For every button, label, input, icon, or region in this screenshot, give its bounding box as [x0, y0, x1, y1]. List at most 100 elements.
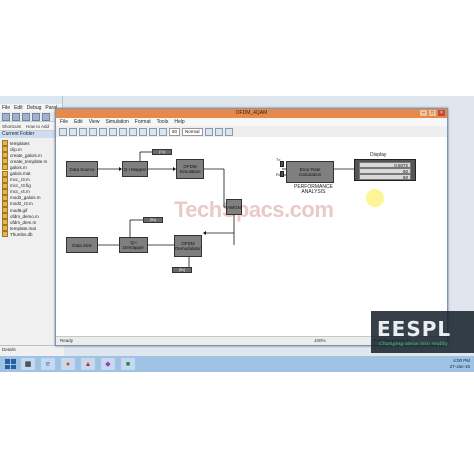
print-icon[interactable]: [89, 127, 97, 136]
matlab-menu-file[interactable]: File: [2, 105, 11, 111]
cut-icon[interactable]: [99, 127, 107, 136]
file-item[interactable]: mod6.gif: [2, 207, 62, 214]
file-item[interactable]: galois.mat: [2, 170, 62, 177]
matlab-toolbar: [0, 112, 62, 122]
file-name: galois.m: [10, 164, 27, 170]
simulink-titlebar[interactable]: OFDM_4QAM – □ ×: [56, 109, 447, 118]
file-item[interactable]: clip.m: [2, 146, 62, 153]
simulink-taskbar-icon[interactable]: ◆: [101, 358, 115, 370]
file-list: templates clip.m create_galois.m create_…: [0, 138, 62, 238]
matlab-menu-parallel[interactable]: Paral: [45, 105, 58, 111]
matlab-taskbar-icon[interactable]: ▲: [81, 358, 95, 370]
menu-simulation[interactable]: Simulation: [105, 119, 129, 125]
goto-tag-tx[interactable]: [Tx]: [152, 149, 172, 155]
model-canvas[interactable]: TechSpacs.com: [56, 137, 447, 336]
qi-mapper-block[interactable]: Q-I Mapper: [122, 161, 148, 177]
ofdm-demodulator-block[interactable]: OFDM Demodulator: [174, 235, 202, 257]
file-name: clip.m: [10, 146, 22, 152]
error-rate-calculation-block[interactable]: Error Rate Calculation: [286, 161, 334, 183]
file-item[interactable]: mcc_r3.m: [2, 176, 62, 183]
play-icon[interactable]: [149, 127, 157, 136]
from-tx-port[interactable]: [280, 161, 284, 167]
firefox-taskbar-icon[interactable]: ●: [61, 358, 75, 370]
file-item[interactable]: mod2_r3.m: [2, 200, 62, 207]
menu-edit[interactable]: Edit: [74, 119, 83, 125]
goto-tag-rx[interactable]: [Rx]: [143, 217, 163, 223]
file-item[interactable]: templates: [2, 140, 62, 147]
file-item[interactable]: template.mat: [2, 225, 62, 232]
display-title: Display: [370, 152, 387, 158]
file-icon: [2, 188, 8, 195]
file-icon: [2, 152, 8, 159]
how-to-add-link[interactable]: How to Add: [26, 123, 50, 129]
file-item[interactable]: mod2_galois.m: [2, 194, 62, 201]
menu-format[interactable]: Format: [134, 119, 151, 125]
open-icon[interactable]: [12, 112, 20, 121]
copy-icon[interactable]: [109, 127, 117, 136]
ofdm-simulation-block[interactable]: OFDM Simulation: [176, 159, 204, 179]
library-browser-icon[interactable]: [214, 127, 223, 136]
display-value-3: 50: [359, 174, 411, 180]
file-item[interactable]: Thumbs.db: [2, 231, 62, 238]
open-model-icon[interactable]: [69, 127, 77, 136]
file-item[interactable]: create_galois.m: [2, 152, 62, 159]
minimize-icon[interactable]: –: [420, 110, 427, 116]
stop-icon[interactable]: [159, 127, 167, 136]
model-explorer-icon[interactable]: [224, 127, 233, 136]
window-controls: – □ ×: [420, 110, 445, 116]
awgn-channel-block[interactable]: AWGN: [226, 199, 242, 215]
undo-icon[interactable]: [129, 127, 137, 136]
file-name: ofdm_dem.m: [10, 219, 37, 225]
app-taskbar-icon[interactable]: ■: [121, 358, 135, 370]
file-icon: [2, 225, 8, 232]
stop-time-input[interactable]: 50: [169, 127, 181, 136]
from-tag-rx[interactable]: [Rx]: [172, 267, 192, 273]
new-file-icon[interactable]: [2, 112, 10, 121]
ie-taskbar-icon[interactable]: e: [41, 358, 55, 370]
port-rx-label: Rx: [276, 172, 281, 177]
clock-date: 27-Jan-16: [449, 364, 470, 369]
explorer-taskbar-icon[interactable]: ▦: [21, 358, 35, 370]
matlab-titlebar: [0, 96, 62, 104]
shortcuts-link[interactable]: Shortcuts: [2, 123, 22, 129]
copy-icon[interactable]: [32, 112, 40, 121]
matlab-menu-debug[interactable]: Debug: [26, 105, 42, 111]
simulation-mode-select[interactable]: Normal: [182, 127, 203, 136]
maximize-icon[interactable]: □: [429, 110, 436, 116]
logo-tagline: Changing ideas into reality: [379, 341, 448, 347]
data-source-block[interactable]: Data Source: [66, 161, 98, 177]
file-item[interactable]: ofdm_demo.m: [2, 213, 62, 220]
port-tx-label: Tx: [276, 157, 281, 162]
display-block[interactable]: 0.5072 50 50: [354, 159, 416, 181]
file-name: create_galois.m: [10, 152, 42, 158]
file-icon: [2, 158, 8, 165]
paste-icon[interactable]: [119, 127, 127, 136]
data-sink-block[interactable]: Data Sink: [66, 237, 98, 253]
file-item[interactable]: ofdm_dem.m: [2, 219, 62, 226]
menu-file[interactable]: File: [60, 119, 69, 125]
file-icon: [2, 182, 8, 189]
windows-logo-icon: [5, 359, 10, 364]
start-button[interactable]: [5, 359, 16, 369]
matlab-menu-edit[interactable]: Edit: [14, 105, 23, 111]
from-rx-port[interactable]: [280, 171, 284, 177]
cut-icon[interactable]: [22, 112, 30, 121]
simulink-menubar: File Edit View Simulation Format Tools H…: [56, 118, 447, 126]
menu-tools[interactable]: Tools: [156, 119, 169, 125]
file-item[interactable]: galois.m: [2, 164, 62, 171]
file-item[interactable]: create_template.m: [2, 158, 62, 165]
redo-icon[interactable]: [139, 127, 147, 136]
file-item[interactable]: mcc_r4.m: [2, 188, 62, 195]
close-icon[interactable]: ×: [438, 110, 445, 116]
details-panel[interactable]: Details: [0, 345, 64, 356]
file-item[interactable]: mcc_r3.fig: [2, 182, 62, 189]
new-model-icon[interactable]: [59, 127, 67, 136]
system-clock[interactable]: 4:00 PM 27-Jan-16: [450, 358, 470, 370]
menu-help[interactable]: Help: [174, 119, 185, 125]
build-icon[interactable]: [204, 127, 213, 136]
menu-view[interactable]: View: [88, 119, 100, 125]
save-icon[interactable]: [79, 127, 87, 136]
qi-demapper-block[interactable]: Q-I Demapper: [119, 237, 148, 253]
paste-icon[interactable]: [42, 112, 50, 121]
